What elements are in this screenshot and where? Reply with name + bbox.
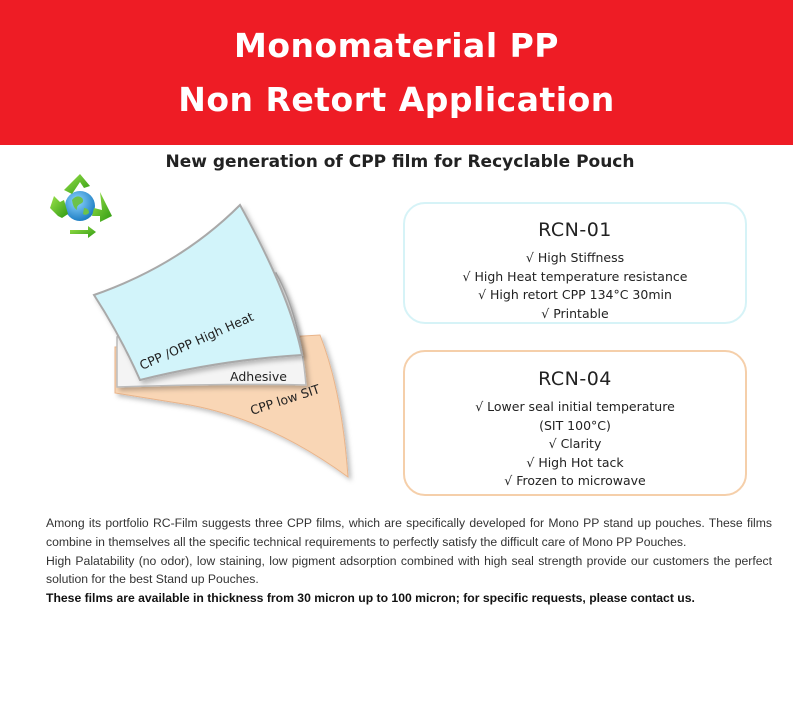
feature-item: √ Clarity [548,436,602,452]
feature-item: (SIT 100°C) [539,417,611,433]
layer-middle-label: Adhesive [230,369,287,384]
feature-item: √ Frozen to microwave [504,473,646,489]
film-layers-illustration: CPP /OPP High Heat Adhesive CPP low SIT [92,203,349,479]
feature-item: √ High retort CPP 134°C 30min [478,287,672,303]
feature-item: √ High Stiffness [525,250,625,265]
description-paragraph-2: High Palatability (no odor), low stainin… [46,553,772,587]
product-card-rcn-01: RCN-01 √ High Stiffness √ High Heat temp… [403,202,747,324]
description-paragraph-1: Among its portfolio RC-Film suggests thr… [46,516,772,549]
product-card-rcn-04: RCN-04 √ Lower seal initial temperature … [403,350,747,496]
feature-item: √ High Hot tack [526,454,624,470]
product-name: RCN-01 [538,219,612,241]
layer-top-shape [92,203,304,382]
description-text: Among its portfolio RC-Film suggests thr… [46,514,772,608]
title-line-2: Non Retort Application [178,79,615,119]
feature-item: √ Lower seal initial temperature [475,399,675,414]
description-contact-note: These films are available in thickness f… [46,591,695,606]
page-subtitle: New generation of CPP film for Recyclabl… [165,152,635,172]
feature-item: √ Printable [541,305,609,321]
feature-item: √ High Heat temperature resistance [462,268,688,284]
recycle-globe-icon [50,174,112,238]
title-banner: Monomaterial PP Non Retort Application [0,0,793,145]
title-line-1: Monomaterial PP [233,25,559,65]
product-name: RCN-04 [538,368,612,390]
